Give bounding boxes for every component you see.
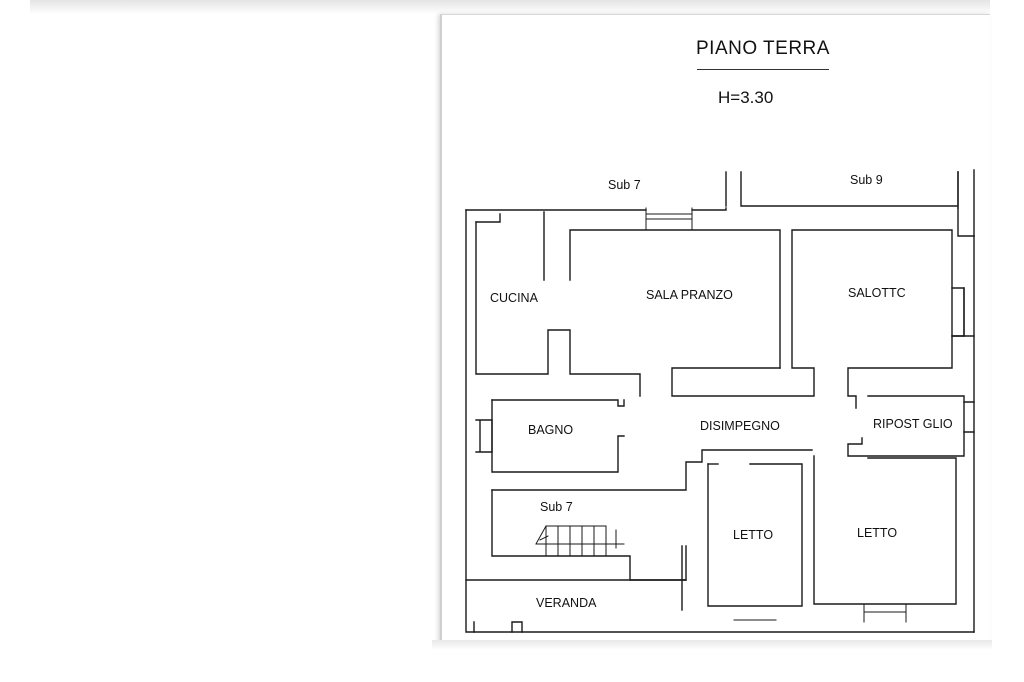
letto-left-walls (707, 463, 803, 621)
title-underline (697, 69, 829, 70)
scan-edge (30, 0, 990, 14)
room-sub7-stairs-label: Sub 7 (540, 500, 573, 514)
room-sala-pranzo-label: SALA PRANZO (646, 288, 733, 302)
ripostiglio-walls (847, 395, 975, 457)
room-bagno-label: BAGNO (528, 423, 574, 437)
stairs-room-walls (465, 449, 813, 633)
window-top (645, 207, 693, 231)
outer-walls (465, 207, 975, 633)
letto-right-walls (813, 455, 957, 623)
neighbor-sub9-label: Sub 9 (850, 173, 883, 187)
plan-title: PIANO TERRA (696, 38, 830, 59)
sheet-bottom-edge (432, 640, 992, 650)
living-walls (671, 229, 975, 409)
room-veranda-label: VERANDA (536, 596, 597, 610)
room-cucina-label: CUCINA (490, 291, 538, 305)
room-salotto-label: SALOTTC (848, 286, 906, 300)
cucina-walls (475, 211, 781, 397)
ceiling-height-label: H=3.30 (718, 88, 774, 107)
staircase (535, 525, 625, 557)
neighbor-walls (725, 169, 975, 237)
drawing-sheet (440, 14, 990, 645)
neighbor-sub7-label: Sub 7 (608, 178, 641, 192)
bagno-walls (475, 399, 625, 473)
room-ripostiglio-label: RIPOST GLIO (873, 417, 953, 431)
room-disimpegno-label: DISIMPEGNO (700, 419, 780, 433)
room-letto-left-label: LETTO (733, 528, 774, 542)
room-letto-right-label: LETTO (857, 526, 898, 540)
